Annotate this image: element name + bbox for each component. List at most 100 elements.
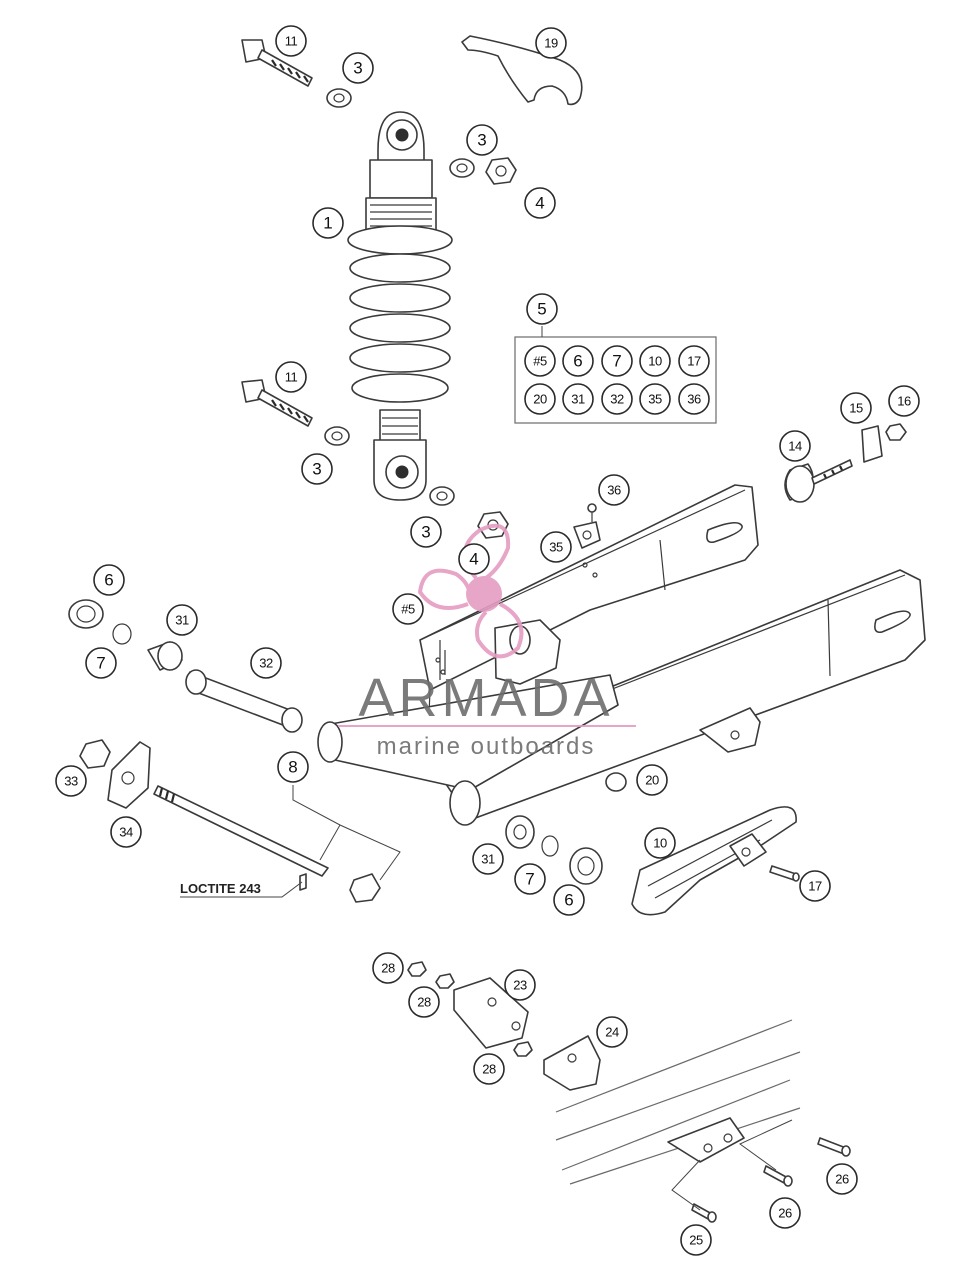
callout-label: 11 (285, 34, 298, 49)
callout-circle (458, 543, 490, 575)
callout-circle (596, 1016, 628, 1048)
callout-kit-5: #5 (392, 593, 424, 625)
callout-circle (799, 870, 831, 902)
callout-label: 15 (849, 401, 863, 416)
chain-slider-10 (631, 806, 797, 916)
callout-circle (250, 647, 282, 679)
callout-circle (826, 1163, 858, 1195)
callout-16: 16 (888, 385, 920, 417)
callout-3: 3 (342, 52, 374, 84)
callout-circle (301, 453, 333, 485)
screw-17 (769, 865, 800, 882)
pivot-axle-8 (153, 785, 381, 903)
callout-32: 32 (601, 383, 633, 415)
callout-label: 6 (104, 571, 113, 590)
callout-circle (601, 345, 633, 377)
callout-circle (93, 564, 125, 596)
bolt-lower (241, 379, 313, 427)
callout-label: 17 (687, 354, 701, 369)
callout-label: 3 (477, 131, 486, 150)
callout-label: 34 (119, 825, 133, 840)
bearing-31-left (147, 641, 183, 671)
callout-25: 25 (680, 1224, 712, 1256)
callout-label: 32 (259, 656, 273, 671)
callout-circle (275, 361, 307, 393)
shock-spring (347, 225, 453, 403)
callout-4: 4 (458, 543, 490, 575)
callout-label: 33 (64, 774, 78, 789)
bumper-bolt-14 (784, 459, 853, 503)
callout-circle (562, 383, 594, 415)
callout-33: 33 (55, 765, 87, 797)
callout-label: 7 (525, 870, 534, 889)
callout-label: 17 (808, 879, 822, 894)
callout-circle (166, 604, 198, 636)
callout-24: 24 (596, 1016, 628, 1048)
callout-circle (553, 884, 585, 916)
hook-wrench (461, 35, 583, 106)
callout-label: 35 (648, 392, 662, 407)
shock-absorber (347, 111, 453, 501)
callout-6: 6 (553, 884, 585, 916)
callout-circle (342, 52, 374, 84)
callout-circle (524, 187, 556, 219)
callout-3: 3 (410, 516, 442, 548)
callout-circle (392, 593, 424, 625)
callout-label: 24 (605, 1025, 619, 1040)
callout-circle (312, 207, 344, 239)
callout-label: 6 (573, 352, 582, 371)
callout-label: 11 (285, 370, 298, 385)
bolt-upper (241, 39, 313, 87)
clip-15 (861, 425, 883, 463)
callout-10: 10 (639, 345, 671, 377)
callout-circle (598, 474, 630, 506)
callout-circle (372, 952, 404, 984)
chain-adjuster-34 (107, 741, 151, 809)
callout-label: 3 (353, 59, 362, 78)
callout-circle (110, 816, 142, 848)
callout-10: 10 (644, 827, 676, 859)
callout-11: 11 (275, 361, 307, 393)
callout-7: 7 (85, 647, 117, 679)
callout-circle (277, 751, 309, 783)
callout-circle (769, 1197, 801, 1229)
dust-seal-6-right (569, 847, 603, 885)
callout-26: 26 (826, 1163, 858, 1195)
callout-11: 11 (275, 25, 307, 57)
callout-label: 4 (469, 550, 478, 569)
callout-circle (524, 345, 556, 377)
callout-35: 35 (540, 531, 572, 563)
callout-circle (526, 293, 558, 325)
callout-circle (840, 392, 872, 424)
callout-7: 7 (601, 345, 633, 377)
frame-section (555, 1019, 801, 1185)
callout-circle (472, 843, 504, 875)
callout-label: 25 (689, 1233, 703, 1248)
callout-circle (639, 345, 671, 377)
callout-circle (644, 827, 676, 859)
callout-17: 17 (799, 870, 831, 902)
callout-circle (408, 986, 440, 1018)
callout-label: 26 (778, 1206, 792, 1221)
callout-circle (678, 345, 710, 377)
callout-circle (535, 27, 567, 59)
callout-31: 31 (472, 843, 504, 875)
callout-31: 31 (166, 604, 198, 636)
dust-seal-6-left (68, 599, 104, 629)
swingarm (317, 484, 926, 826)
callout-kit-5: #5 (524, 345, 556, 377)
callout-label: 10 (653, 836, 667, 851)
callout-circle (85, 647, 117, 679)
nuts (477, 157, 517, 539)
callout-circle (410, 516, 442, 548)
callout-20: 20 (636, 764, 668, 796)
callout-3: 3 (466, 124, 498, 156)
callout-label: 28 (417, 995, 431, 1010)
o-ring-7-right (541, 835, 559, 857)
callout-15: 15 (840, 392, 872, 424)
callout-31: 31 (562, 383, 594, 415)
callout-label: 20 (533, 392, 547, 407)
callout-label: 20 (645, 773, 659, 788)
